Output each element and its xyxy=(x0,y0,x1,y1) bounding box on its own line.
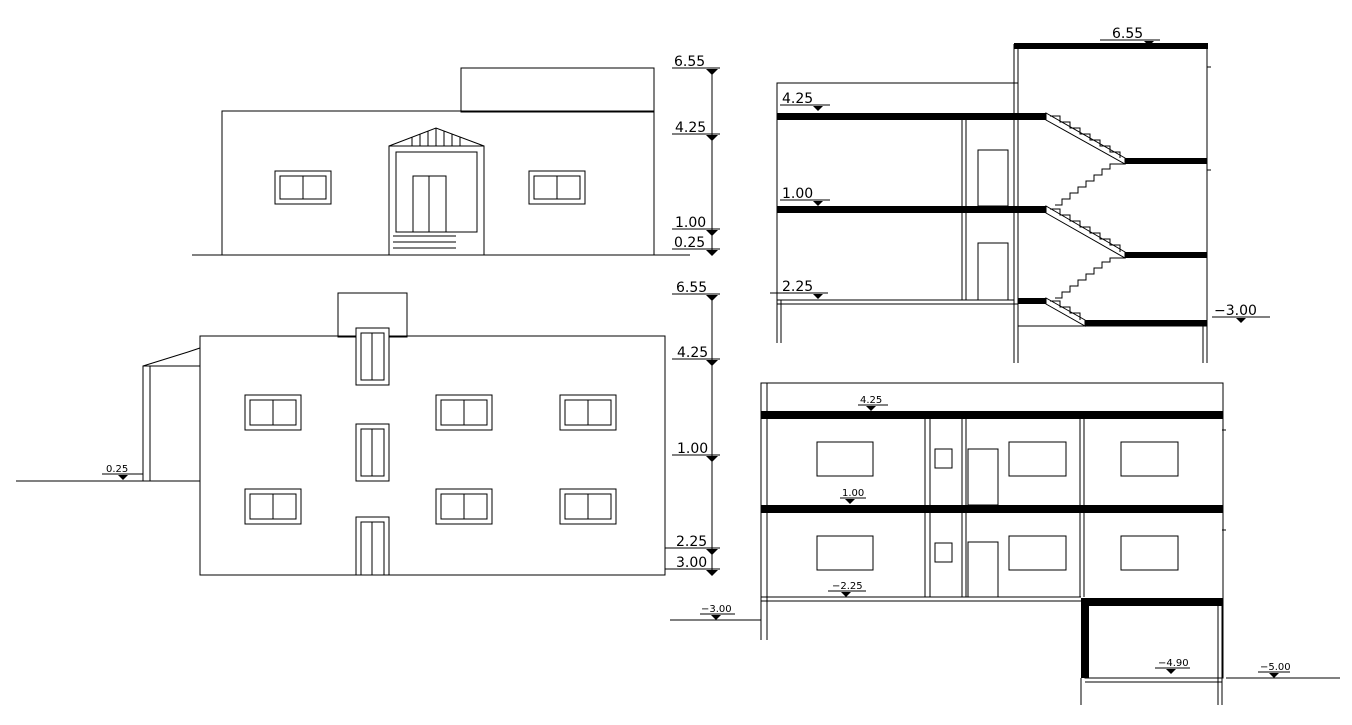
level-label: −2.25 xyxy=(832,581,863,592)
section-a: 6.55 4.25 1.00 2.25 −3.00 xyxy=(770,26,1270,363)
front-level-1.00: 1.00 xyxy=(672,215,720,236)
level-label: 1.00 xyxy=(842,488,864,499)
level-label: 0.25 xyxy=(106,464,128,475)
front-window-right xyxy=(528,170,586,205)
section-b-window xyxy=(1120,441,1179,477)
level-label: 4.25 xyxy=(675,120,706,136)
side-window-upper-2 xyxy=(435,394,493,431)
side-window-lower-1 xyxy=(244,488,302,525)
level-label: 4.25 xyxy=(782,91,813,107)
level-label: 6.55 xyxy=(676,280,707,296)
level-label: −3.00 xyxy=(701,604,732,615)
level-label: 1.00 xyxy=(675,215,706,231)
section-b-door xyxy=(967,541,999,598)
side-window-lower-2 xyxy=(435,488,493,525)
section-a-level-6.55: 6.55 xyxy=(1100,26,1160,46)
section-b-door xyxy=(967,448,999,506)
level-label: −3.00 xyxy=(1214,303,1257,319)
side-window-upper-3 xyxy=(559,394,617,431)
section-b-vent xyxy=(934,448,953,469)
side-window-stair-top xyxy=(355,327,390,386)
section-b: 4.25 1.00 −2.25 −3.00 −4.90 −5.00 xyxy=(670,382,1340,705)
side-window-upper-1 xyxy=(244,394,302,431)
front-elevation: 6.55 4.25 1.00 0.25 xyxy=(192,54,720,256)
side-level-3.00: 3.00 xyxy=(665,555,720,576)
section-a-level-3.00: −3.00 xyxy=(1212,303,1270,323)
section-b-window xyxy=(1008,441,1067,477)
section-b-window xyxy=(1008,535,1067,571)
level-label: 4.25 xyxy=(860,395,882,406)
section-a-level-1.00: 1.00 xyxy=(780,186,830,206)
side-level-2.25: 2.25 xyxy=(665,534,720,555)
level-label: 4.25 xyxy=(677,345,708,361)
side-level-1.00: 1.00 xyxy=(672,441,720,462)
section-b-level-1.00: 1.00 xyxy=(840,488,866,504)
section-b-level-2.25: −2.25 xyxy=(828,581,866,597)
front-entrance-porch xyxy=(388,127,485,256)
level-label: 2.25 xyxy=(676,534,707,550)
section-b-level-4.25: 4.25 xyxy=(858,395,888,411)
front-level-4.25: 4.25 xyxy=(672,120,720,141)
section-b-level-3.00: −3.00 xyxy=(670,604,761,621)
side-level-0.25: 0.25 xyxy=(102,464,143,480)
level-label: 3.00 xyxy=(676,555,707,571)
front-level-0.25: 0.25 xyxy=(672,235,720,256)
side-level-6.55: 6.55 xyxy=(672,280,720,301)
level-label: 6.55 xyxy=(1112,26,1143,42)
front-level-6.55: 6.55 xyxy=(672,54,720,75)
side-level-4.25: 4.25 xyxy=(672,345,720,366)
section-b-window xyxy=(1120,535,1179,571)
level-label: 1.00 xyxy=(677,441,708,457)
level-label: −5.00 xyxy=(1260,662,1291,673)
side-window-stair-mid xyxy=(355,423,390,482)
side-window-lower-3 xyxy=(559,488,617,525)
side-door-stair-bottom xyxy=(355,516,390,576)
front-window-left xyxy=(274,170,332,205)
level-label: 0.25 xyxy=(674,235,705,251)
level-label: 6.55 xyxy=(674,54,705,70)
level-label: 1.00 xyxy=(782,186,813,202)
section-b-level-5.00: −5.00 xyxy=(1226,662,1340,679)
side-elevation: 0.25 6.55 4.25 1.00 2.25 3.00 xyxy=(16,280,720,576)
section-b-level-4.90: −4.90 xyxy=(1155,658,1190,674)
section-b-vent xyxy=(934,542,953,563)
section-b-window xyxy=(816,535,874,571)
section-b-window xyxy=(816,441,874,477)
section-a-level-4.25: 4.25 xyxy=(780,91,830,111)
section-a-level-2.25: 2.25 xyxy=(770,279,828,299)
level-label: 2.25 xyxy=(782,279,813,295)
level-label: −4.90 xyxy=(1158,658,1189,669)
